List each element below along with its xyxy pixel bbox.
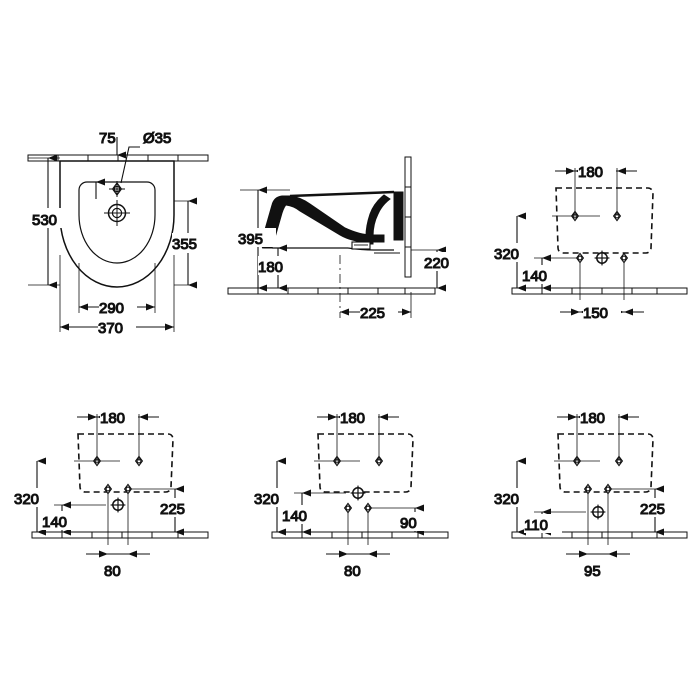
dim-220-label: 220: [424, 255, 449, 272]
wall-line-mv2: [31, 531, 209, 539]
dim-530-label: 530: [32, 212, 57, 229]
mounting-view-2: 180 320 140 225 80: [13, 407, 209, 581]
wall-line-mv1: [511, 287, 688, 295]
bidet-outlet: [351, 241, 371, 250]
dim-180-mv2-label: 180: [100, 410, 125, 427]
bidet-outline-dashed-mv3: [317, 433, 414, 493]
dim-225-mv4-label: 225: [640, 501, 665, 518]
outlet-hole-center: [349, 484, 367, 502]
dim-150-label: 150: [583, 305, 608, 322]
overflow-hole: [109, 181, 125, 197]
dim-180-mv3-label: 180: [340, 410, 365, 427]
outlet-hole-center: [109, 496, 127, 514]
front-view: 75 Ø35 530 355 290 370: [27, 129, 209, 338]
dim-370-label: 370: [98, 320, 123, 337]
bidet-top-edge: [289, 190, 395, 198]
dim-320-mv2-label: 320: [14, 491, 39, 508]
dim-80-mv2-label: 80: [104, 563, 121, 580]
bidet-outline-dashed-mv2: [77, 433, 174, 493]
dim-320-mv1-label: 320: [494, 246, 519, 263]
bidet-outline-dashed-mv1: [555, 187, 654, 254]
bidet-rim-right: [365, 194, 391, 245]
dim-80-mv3-label: 80: [344, 563, 361, 580]
dim-225-mv2-label: 225: [160, 501, 185, 518]
dim-180-side-label: 180: [258, 259, 283, 276]
bidet-outline-dashed-mv4: [557, 433, 654, 493]
wall-line-mv3: [271, 531, 449, 539]
dim-d35-label: Ø35: [143, 130, 171, 147]
bidet-lower-edge-2: [347, 247, 394, 251]
bidet-body-upper: [285, 195, 385, 243]
dim-290-label: 290: [99, 300, 124, 317]
side-view: 395 180 220 225: [227, 156, 462, 323]
floor-line-side: [227, 287, 436, 295]
dim-110-label: 110: [524, 517, 548, 534]
bidet-back-wall-piece: [393, 191, 404, 241]
drain-hole: [104, 200, 130, 226]
dim-320-mv3-label: 320: [254, 491, 279, 508]
dim-395-label: 395: [238, 231, 263, 248]
dim-140-mv2-label: 140: [42, 514, 67, 531]
dim-140-mv3-label: 140: [282, 508, 307, 525]
leader-d35: [120, 146, 140, 184]
outlet-hole-center: [589, 503, 607, 521]
outlet-hole-right: [620, 252, 628, 264]
mounting-view-1: 180 320 140 150: [493, 161, 688, 323]
dim-180-mv1-label: 180: [578, 164, 603, 181]
dim-355-label: 355: [172, 236, 197, 253]
dim-180-mv4-label: 180: [580, 410, 605, 427]
outlet-hole-left: [344, 502, 352, 514]
dim-320-mv4-label: 320: [494, 491, 519, 508]
dim-75-label: 75: [99, 130, 116, 147]
dim-140-mv1-label: 140: [522, 268, 547, 285]
mounting-view-4: 180 320 110 225 95: [493, 407, 688, 581]
dim-95-label: 95: [584, 563, 601, 580]
mounting-view-3: 180 320 140 90 80: [253, 407, 449, 581]
dim-90-label: 90: [400, 515, 417, 532]
dim-225-label: 225: [360, 305, 385, 322]
wall-vertical-side: [404, 156, 412, 278]
